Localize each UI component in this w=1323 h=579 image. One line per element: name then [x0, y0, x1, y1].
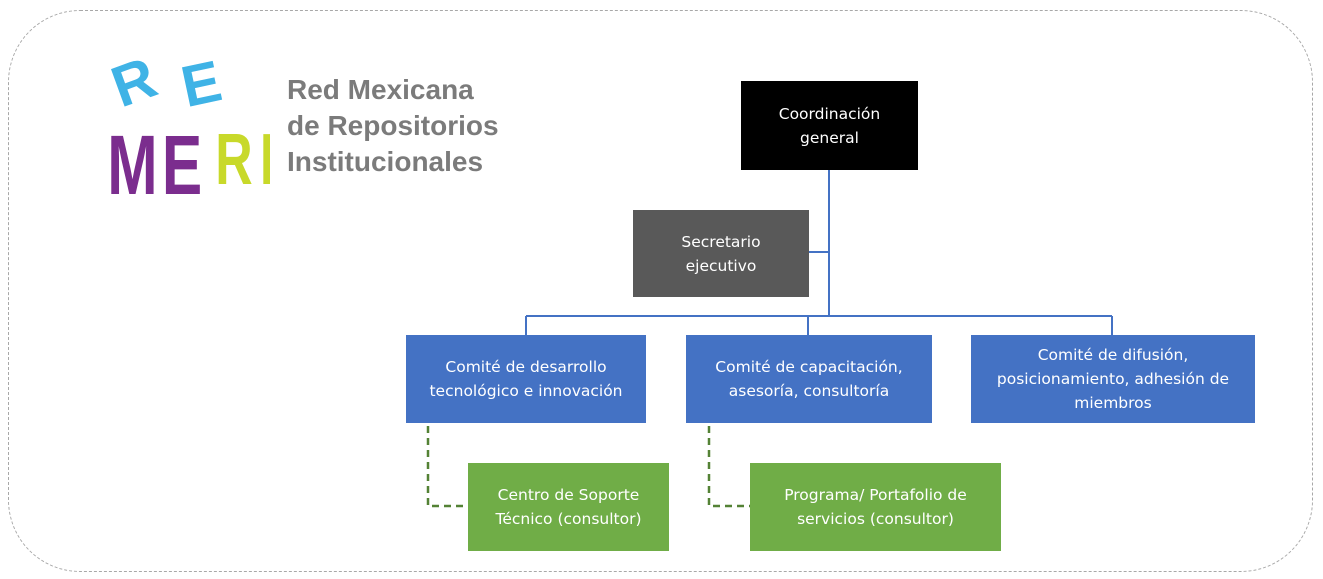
logo-letter-e-bottom: E [162, 118, 202, 212]
diagram-frame [8, 10, 1313, 572]
logo-line-1: Red Mexicana [287, 74, 474, 105]
committee-label-outreach: Comité de difusión, posicionamiento, adh… [996, 346, 1230, 412]
connector-consultant-1 [426, 426, 468, 508]
secretary-box: Secretario ejecutivo [633, 210, 809, 297]
logo-letter-m: M [107, 118, 157, 212]
consultant-box-support: Centro de Soporte Técnico (consultor) [468, 463, 669, 551]
committee-box-technology: Comité de desarrollo tecnológico e innov… [406, 335, 646, 423]
consultant-box-portfolio: Programa/ Portafolio de servicios (consu… [750, 463, 1001, 551]
logo-wordmark: Red Mexicana de Repositorios Institucion… [287, 72, 499, 180]
logo-line-3: Institucionales [287, 146, 484, 177]
committee-label-training: Comité de capacitación, asesoría, consul… [715, 358, 903, 400]
secretary-label: Secretario ejecutivo [681, 232, 761, 275]
consultant-label-support: Centro de Soporte Técnico (consultor) [495, 486, 642, 528]
committee-label-technology: Comité de desarrollo tecnológico e innov… [429, 358, 623, 400]
logo-line-2: de Repositorios [287, 110, 499, 141]
consultant-label-portfolio: Programa/ Portafolio de servicios (consu… [784, 486, 967, 528]
remeri-logo: R E M E R I [103, 45, 270, 213]
coordination-box: Coordinación general [741, 81, 918, 170]
connector-consultant-2 [707, 426, 750, 508]
logo-letter-i: I [260, 120, 270, 200]
committee-box-outreach: Comité de difusión, posicionamiento, adh… [971, 335, 1255, 423]
logo-letter-r-bottom: R [215, 120, 252, 200]
coordination-label: Coordinación general [778, 104, 881, 147]
committee-box-training: Comité de capacitación, asesoría, consul… [686, 335, 932, 423]
